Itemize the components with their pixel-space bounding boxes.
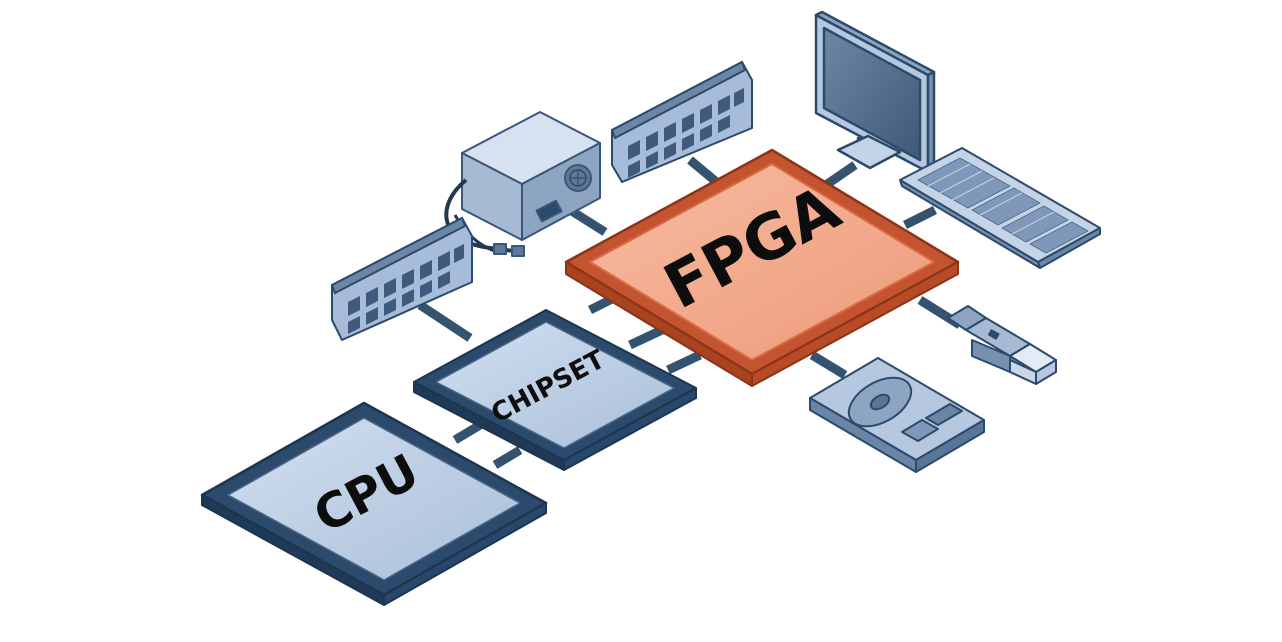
bus-fpga-monitor [823,161,858,189]
bus-cpu-chipset [452,421,483,444]
monitor-icon [814,10,936,174]
bus-chipset-ram-left [417,301,473,342]
memory-module-icon [610,60,753,184]
chipset-chip-icon: CHIPSET [413,309,697,471]
bus-lines [417,156,963,469]
power-supply-icon [444,111,601,257]
bus-fpga-hdd [809,351,848,379]
memory-module-icon-left [330,216,473,342]
bus-chipset-fpga-3 [666,350,702,375]
cpu-chip-icon: CPU [200,401,548,606]
hard-drive-icon [809,357,985,473]
fpga-chip-icon: FPGA [564,148,960,387]
usb-connector-icon [947,305,1057,385]
bus-chipset-fpga-2 [628,325,664,350]
bus-cpu-chipset-2 [492,446,523,469]
bus-fpga-keyboard [902,205,938,230]
bus-fpga-power [567,206,608,236]
keyboard-icon [899,147,1101,269]
